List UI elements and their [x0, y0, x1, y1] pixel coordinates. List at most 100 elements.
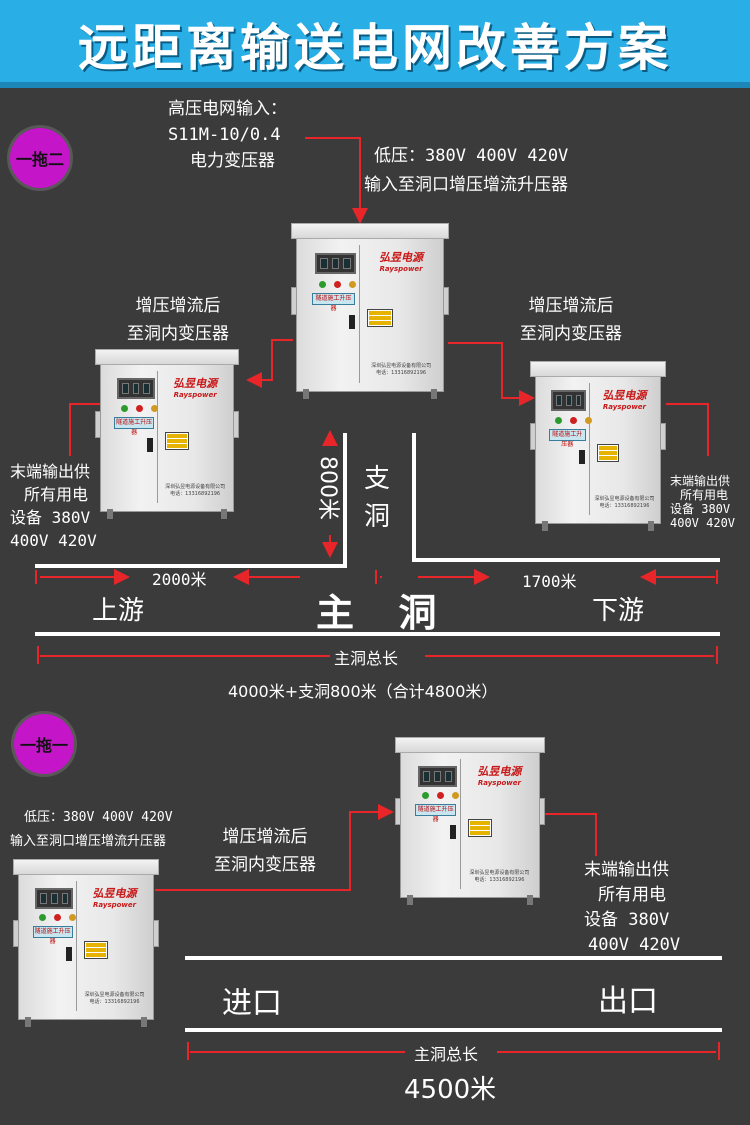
downstream-label: 下游 [592, 596, 645, 626]
meter-panel [417, 765, 457, 787]
section2-output-line-1: 末端输出供 [584, 860, 669, 880]
section2-output-line [540, 813, 597, 856]
cabinet-side-left [291, 286, 297, 315]
cabinet-roof [395, 737, 545, 753]
door-handle [349, 315, 356, 329]
entrance-label: 进口 [222, 986, 282, 1021]
output-right-line-2: 所有用电 [680, 488, 729, 502]
output-right-line-4: 400V 420V [670, 516, 736, 530]
output-left-line-4: 400V 420V [10, 531, 97, 550]
section2-lv-input-line-1: 低压：380V 400V 420V [24, 810, 173, 825]
right-length-label: 1700米 [522, 572, 577, 591]
maker-label: 深圳弘昱电源设备有限公司电话：13316892196 [469, 870, 530, 884]
total-value-2: 4500米 [404, 1075, 497, 1105]
cabinet-side-left [395, 798, 401, 825]
indicator-lamps [319, 280, 357, 288]
cabinet-side-left [13, 920, 19, 947]
cabinet-roof [95, 349, 239, 365]
section2-boost-line-2: 至洞内变压器 [214, 855, 316, 875]
door-handle [578, 450, 585, 464]
output-right-line-3: 设备 380V [670, 502, 731, 516]
boost-left-line-1: 增压增流后 [135, 296, 221, 316]
length-arrows-1 [35, 569, 718, 664]
indicator-lamps [554, 417, 592, 424]
output-left-line-3: 设备 380V [10, 508, 91, 527]
branch-length-label: 800米 [315, 456, 340, 520]
cabinet-side-right [443, 286, 449, 315]
door-split [76, 881, 78, 1011]
output-right-line-1: 末端输出供 [670, 474, 731, 488]
door-handle [449, 825, 456, 839]
branch-tunnel-char-2: 洞 [364, 502, 391, 532]
boost-left-line-2: 至洞内变压器 [127, 324, 229, 344]
header-banner [0, 0, 750, 88]
section2-output-line-2: 所有用电 [598, 885, 666, 905]
cabinet-roof [13, 859, 159, 875]
lv-input-line-1: 低压：380V 400V 420V [374, 146, 569, 166]
indicator-lamps [121, 405, 159, 412]
cabinet-nameplate: 隧道施工升压器 [415, 804, 457, 823]
meter-panel [35, 887, 74, 909]
warning-label [367, 308, 393, 327]
maker-label: 深圳弘昱电源设备有限公司电话：13316892196 [594, 496, 655, 509]
output-left-line-2: 所有用电 [24, 485, 89, 504]
lv-input-label: 低压：380V 400V 420V 输入至洞口增压增流升压器 [364, 142, 568, 200]
cabinet-side-right [539, 798, 545, 825]
door-handle [147, 438, 154, 452]
hv-input-label: 高压电网输入： S11M-10/0.4 电力变压器 [168, 96, 287, 174]
left-feed-arrow [246, 339, 293, 388]
left-output-line [69, 403, 100, 456]
lv-input-line-2: 输入至洞口增压增流升压器 [364, 175, 568, 195]
cabinet-nameplate: 隧道施工升压器 [311, 293, 356, 312]
section2-output-line-3: 设备 380V [584, 910, 670, 930]
warning-label [596, 444, 620, 462]
cabinet-roof [530, 361, 666, 377]
tunnel-lines-2 [185, 956, 722, 1032]
hv-input-line-2: S11M-10/0.4 [168, 125, 281, 145]
section2-output-line-4: 400V 420V [588, 935, 681, 955]
section2-lv-input-label: 低压：380V 400V 420V 输入至洞口增压增流升压器 [10, 806, 173, 854]
boost-right-line-2: 至洞内变压器 [520, 324, 622, 344]
cabinet-nameplate: 隧道施工升压器 [548, 429, 586, 448]
cabinet-nameplate: 隧道施工升压器 [114, 417, 154, 436]
cabinet-nameplate: 隧道施工升压器 [32, 926, 73, 945]
output-left-line-1: 末端输出供 [10, 462, 91, 481]
section2-boost-line-1: 增压增流后 [222, 827, 308, 847]
door-handle [66, 947, 73, 961]
total-label-2: 主洞总长 [414, 1045, 479, 1064]
boost-right-line-1: 增压增流后 [528, 296, 614, 316]
section2-output-label: 末端输出供 所有用电 设备 380V 400V 420V [584, 858, 680, 958]
branch-tunnel-char-1: 支 [364, 464, 391, 494]
indicator-lamps [39, 914, 77, 922]
badge-one-to-two: 一拖二 [10, 128, 70, 188]
hv-input-arrow [305, 137, 368, 224]
maker-label: 深圳弘昱电源设备有限公司电话：13316892196 [84, 992, 145, 1006]
cabinet-side-left [530, 423, 536, 450]
right-feed-arrow [448, 342, 535, 406]
page-title: 远距离输送电网改善方案 [78, 19, 672, 77]
cabinet-side-right [233, 411, 239, 438]
cabinet-side-left [95, 411, 101, 438]
meter-panel [117, 378, 155, 399]
cabinet-roof [291, 223, 449, 239]
section2-feed-arrow [155, 804, 394, 891]
right-output-line [666, 403, 709, 456]
warning-label [84, 941, 108, 960]
maker-label: 深圳弘昱电源设备有限公司电话：13316892196 [371, 362, 432, 376]
section2-boost-label: 增压增流后 至洞内变压器 [200, 823, 330, 879]
door-split [588, 383, 590, 515]
total-value-1: 4000米+支洞800米（合计4800米） [228, 682, 498, 701]
badge-one-to-one: 一拖一 [14, 714, 74, 774]
length-arrows-2 [187, 1042, 720, 1060]
cabinet-side-right [153, 920, 159, 947]
exit-label: 出口 [598, 984, 658, 1019]
